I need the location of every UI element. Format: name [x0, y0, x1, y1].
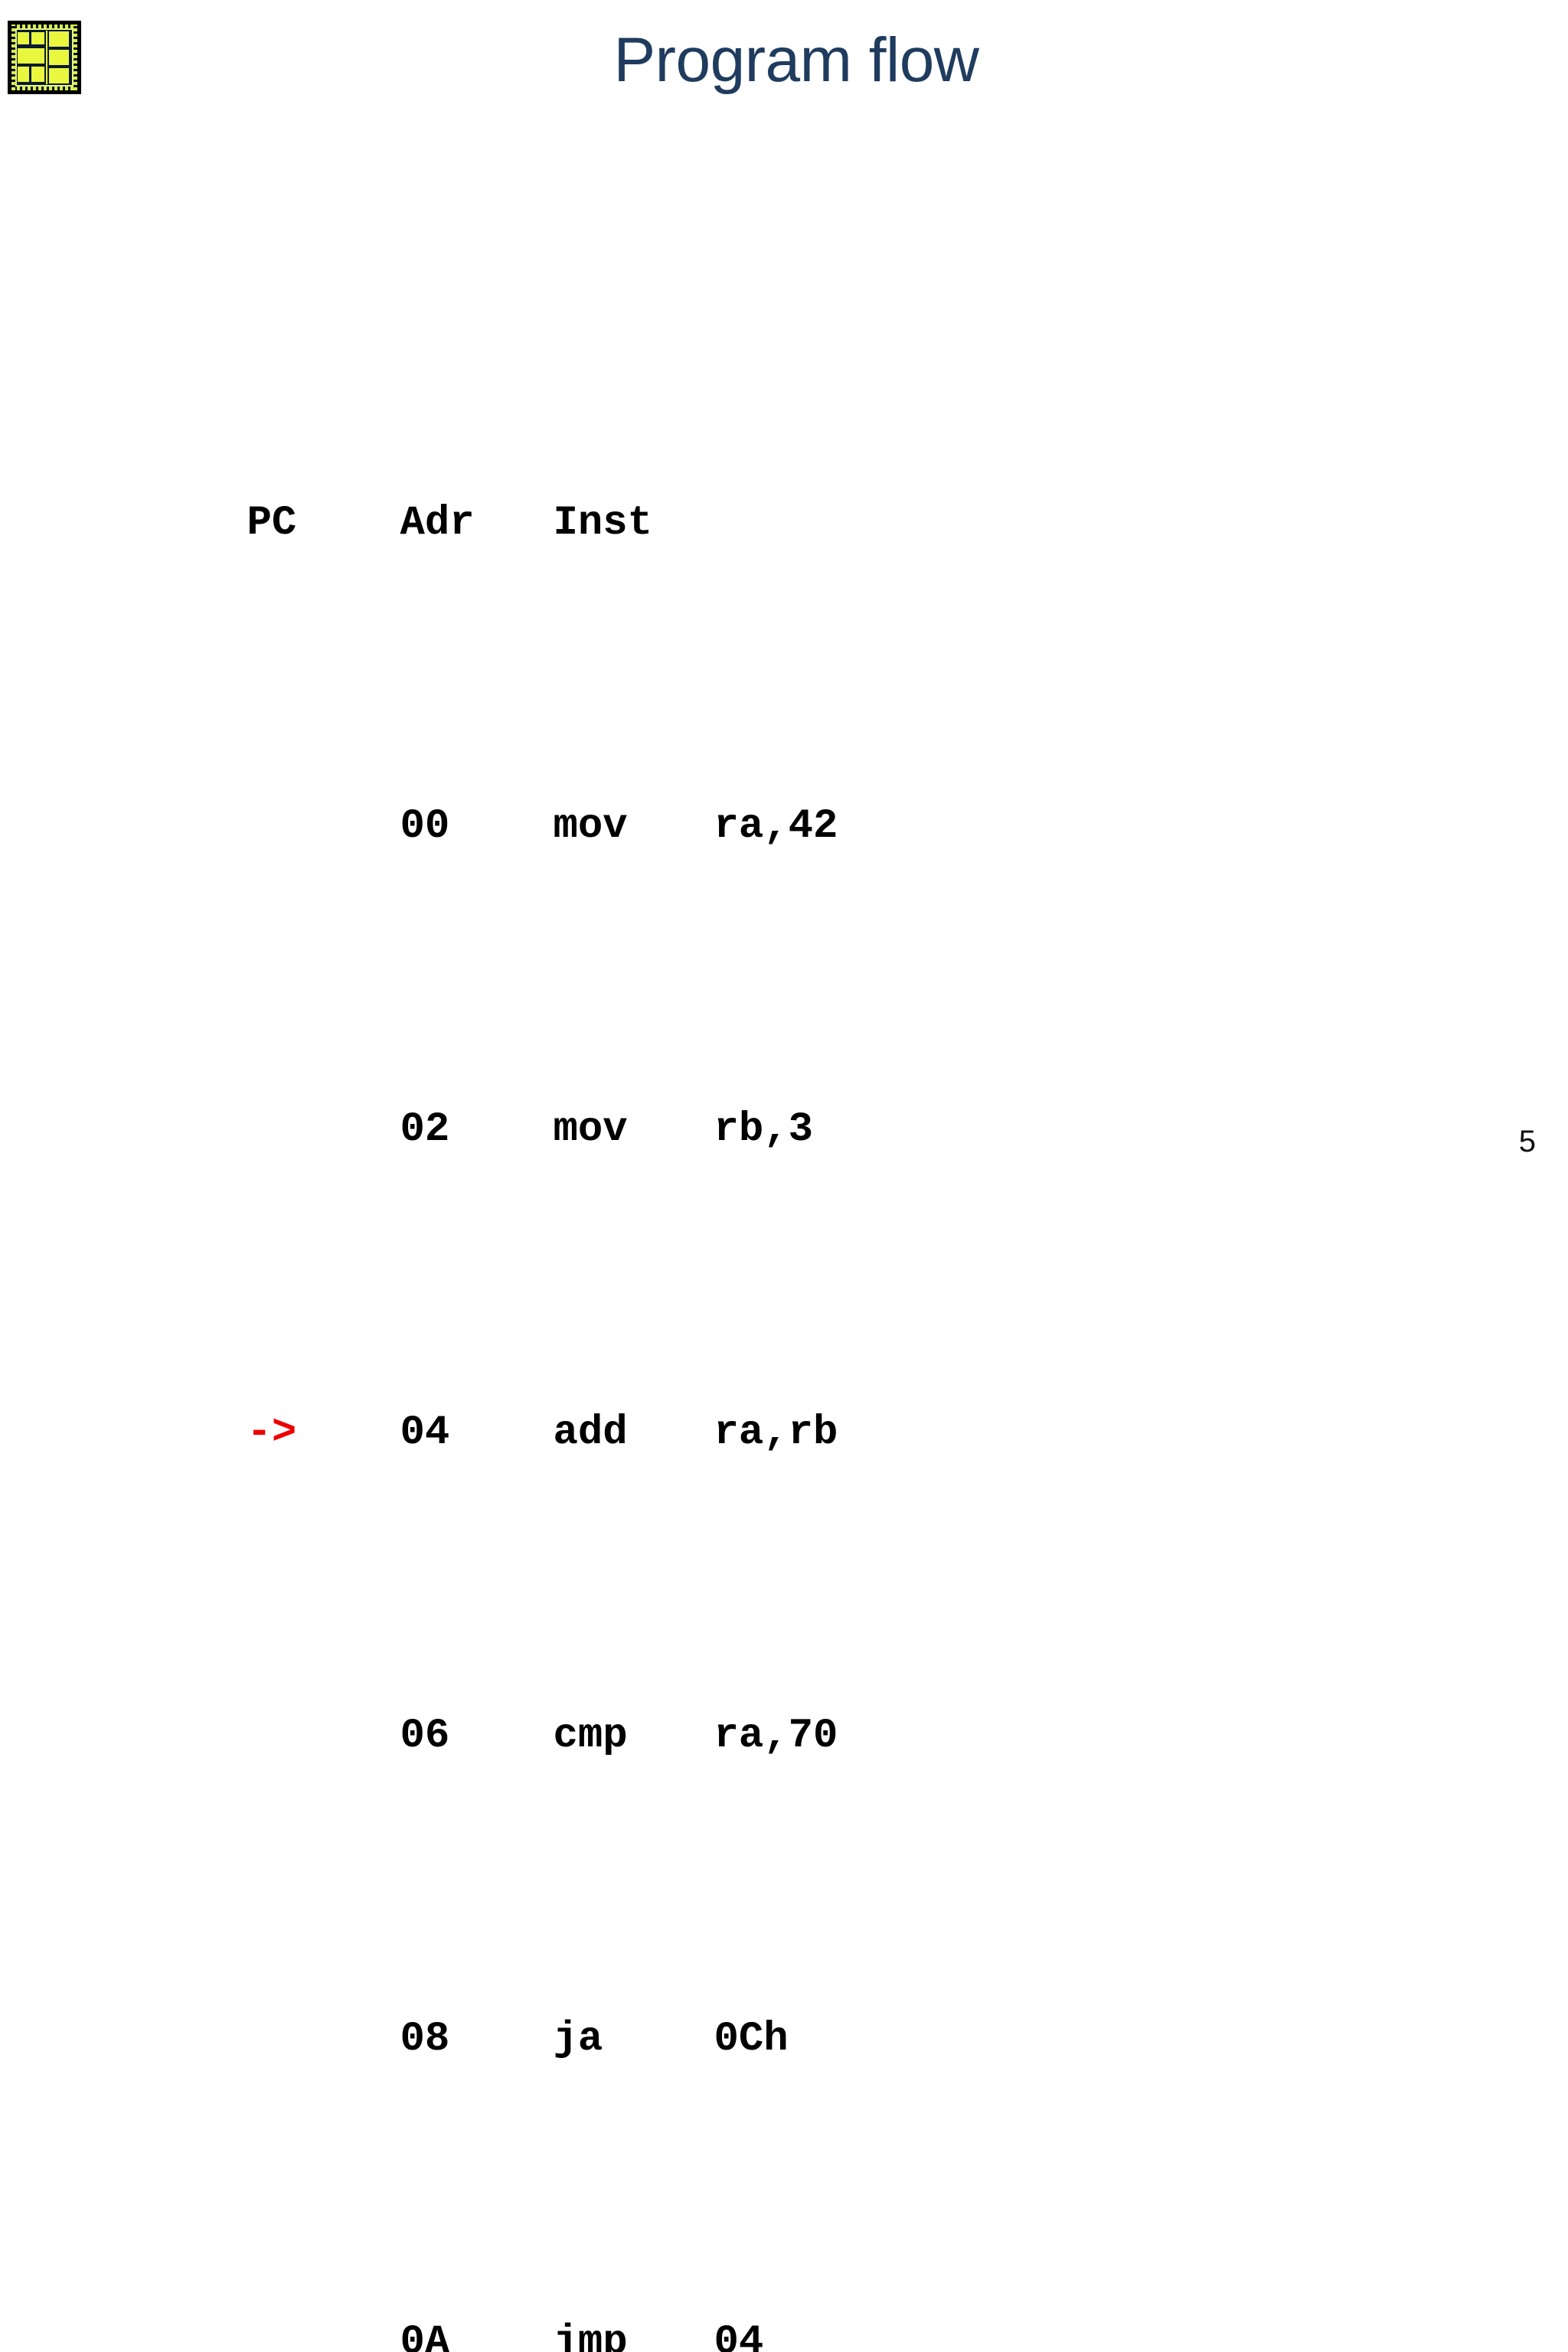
header-inst: Inst: [553, 500, 653, 547]
row-operands: 0Ch: [714, 2016, 789, 2063]
pc-marker: ->: [247, 1410, 297, 1456]
row-address: 08: [400, 2016, 450, 2063]
slide-canvas: Program flow PC Adr Inst 00 mov ra,42 02 mov r…: [8, 21, 1536, 2352]
listing-row: 02 mov rb,3: [98, 1016, 838, 1153]
row-address: 04: [400, 1410, 450, 1456]
listing-header-row: PC Adr Inst: [98, 410, 838, 547]
row-address: 00: [400, 803, 450, 850]
listing-row: 08 ja 0Ch: [98, 1926, 838, 2063]
row-mnemonic: mov: [553, 803, 628, 850]
program-listing: PC Adr Inst 00 mov ra,42 02 mov rb,3 -> 04 add ra…: [98, 182, 838, 2352]
listing-row: 06 cmp ra,70: [98, 1622, 838, 1759]
header-pc: PC: [247, 500, 297, 547]
row-address: 06: [400, 1713, 450, 1759]
header-adr: Adr: [400, 500, 475, 547]
die-bond-pads-vertical: [11, 24, 77, 90]
listing-row-current: -> 04 add ra,rb: [98, 1319, 838, 1456]
row-mnemonic: jmp: [553, 2319, 628, 2352]
page-number: 5: [1518, 1125, 1536, 1158]
row-address: 0A: [400, 2319, 450, 2352]
listing-row: 0A jmp 04: [98, 2229, 838, 2352]
chip-die-image: [11, 24, 77, 90]
chip-die-photo-logo: [8, 21, 81, 94]
row-mnemonic: add: [553, 1410, 628, 1456]
row-mnemonic: ja: [553, 2016, 603, 2063]
listing-row: 00 mov ra,42: [98, 713, 838, 850]
page-title: Program flow: [613, 25, 979, 95]
row-operands: 04: [714, 2319, 764, 2352]
row-mnemonic: cmp: [553, 1713, 628, 1759]
row-operands: ra,rb: [714, 1410, 838, 1456]
row-mnemonic: mov: [553, 1106, 628, 1153]
row-address: 02: [400, 1106, 450, 1153]
row-operands: ra,42: [714, 803, 838, 850]
row-operands: rb,3: [714, 1106, 814, 1153]
row-operands: ra,70: [714, 1713, 838, 1759]
